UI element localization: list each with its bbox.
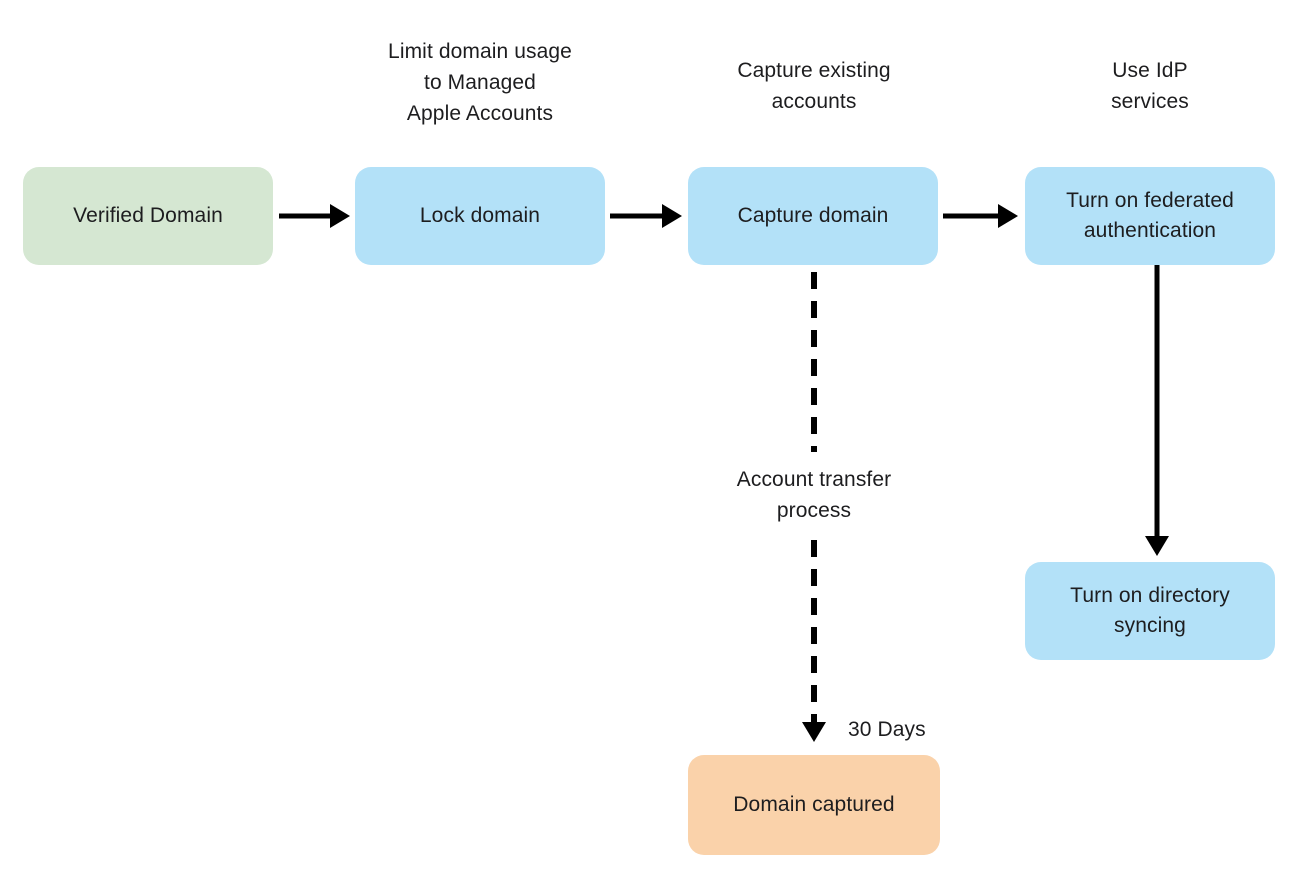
node-capture-domain: Capture domain [688,167,938,265]
node-verified-domain: Verified Domain [23,167,273,265]
node-lock-domain-label: Lock domain [419,204,541,227]
node-capture-domain-label: Capture domain [737,204,889,227]
caption-account-transfer-process: Account transfer process [736,468,892,522]
node-lock-domain: Lock domain [355,167,605,265]
caption-use-idp-services: Use IdP services [1111,59,1189,113]
node-turn-on-directory-syncing-label: Turn on directory syncing [1070,584,1230,637]
caption-limit-domain-usage: Limit domain usage to Managed Apple Acco… [388,40,572,125]
node-turn-on-federated-authentication: Turn on federated authentication [1025,167,1275,265]
node-domain-captured: Domain captured [688,755,940,855]
node-turn-on-federated-authentication-label: Turn on federated authentication [1066,189,1234,242]
caption-capture-existing-accounts: Capture existing accounts [737,59,891,113]
node-domain-captured-label: Domain captured [733,793,895,816]
caption-30-days: 30 Days [848,718,926,741]
node-verified-domain-label: Verified Domain [73,204,223,227]
node-turn-on-directory-syncing: Turn on directory syncing [1025,562,1275,660]
